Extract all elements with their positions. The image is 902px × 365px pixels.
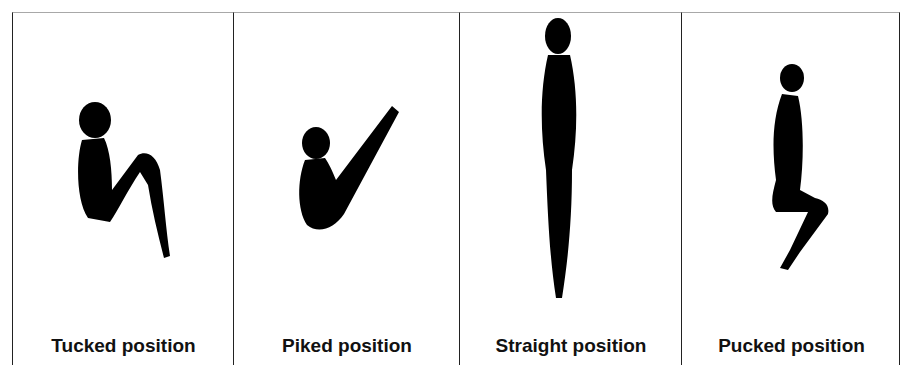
tucked-figure: [78, 102, 170, 258]
position-label: Straight position: [496, 335, 647, 357]
position-label: Piked position: [282, 335, 412, 357]
position-panel: Tucked position: [12, 12, 233, 365]
position-panel: Piked position: [233, 12, 459, 365]
position-panel: Pucked position: [681, 12, 900, 365]
position-panel: Straight position: [459, 12, 681, 365]
piked-figure: [299, 106, 399, 229]
position-label: Pucked position: [718, 335, 865, 357]
straight-figure: [542, 18, 577, 298]
pucked-figure: [772, 64, 828, 270]
position-label: Tucked position: [51, 335, 195, 357]
